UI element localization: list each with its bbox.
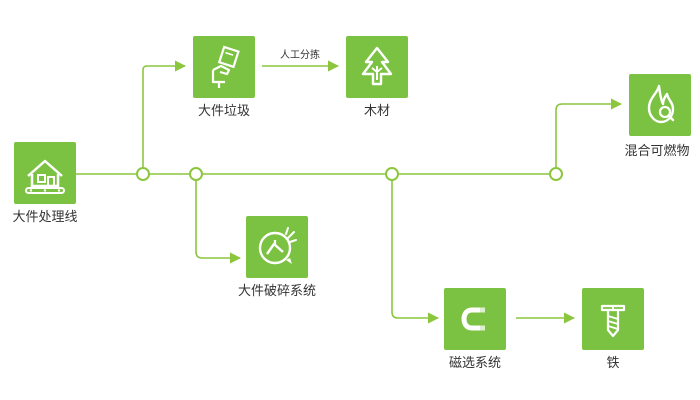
junction-node bbox=[385, 167, 399, 181]
pine-tree-icon bbox=[361, 46, 393, 86]
house-on-conveyor-icon bbox=[25, 159, 65, 194]
node-wood bbox=[346, 36, 408, 98]
junction-node bbox=[136, 167, 150, 181]
node-line-source bbox=[14, 142, 76, 204]
node-bulky-waste bbox=[193, 36, 255, 98]
edge-trunk-to-combustibles bbox=[555, 98, 623, 174]
screw-icon bbox=[600, 304, 626, 338]
junction-node bbox=[549, 167, 563, 181]
node-combustibles bbox=[629, 74, 691, 136]
node-label-line-source: 大件处理线 bbox=[12, 210, 78, 225]
edge-trunk-to-crushing bbox=[195, 174, 242, 264]
hand-with-box-icon bbox=[211, 45, 240, 88]
flame-icon bbox=[647, 84, 675, 124]
edge-label-manual-sorting: 人工分拣 bbox=[280, 50, 320, 61]
node-iron bbox=[582, 288, 644, 350]
node-label-bulky-waste: 大件垃圾 bbox=[197, 104, 251, 119]
junction-node bbox=[189, 167, 203, 181]
crusher-icon bbox=[258, 227, 297, 265]
magnet-icon bbox=[461, 307, 485, 331]
node-crushing bbox=[246, 216, 308, 278]
node-label-wood: 木材 bbox=[363, 104, 391, 119]
node-label-combustibles: 混合可燃物 bbox=[624, 144, 690, 159]
edge-trunk-to-magnetic bbox=[391, 174, 440, 324]
node-label-iron: 铁 bbox=[606, 356, 620, 371]
node-magnetic bbox=[444, 288, 506, 350]
node-label-magnetic: 磁选系统 bbox=[448, 356, 502, 371]
edge-trunk-to-bulky-waste bbox=[142, 60, 187, 174]
node-label-crushing: 大件破碎系统 bbox=[237, 284, 317, 299]
